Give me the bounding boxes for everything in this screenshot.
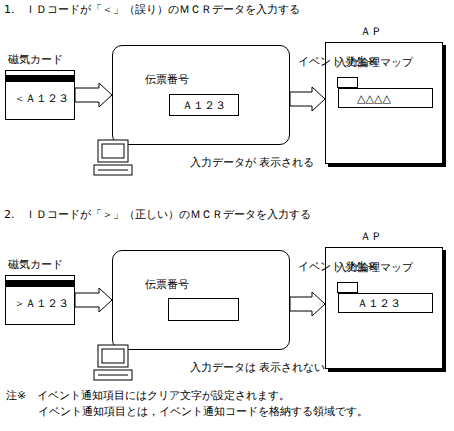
node-heading: 磁気カード [8, 52, 63, 67]
block-arrow [290, 87, 325, 111]
map-field: △△△△ [338, 88, 433, 108]
node-text: △△△△ [357, 91, 391, 106]
screen-caption: 入力データは 表示されない [190, 360, 270, 375]
input-field: Ａ１２３ [169, 94, 239, 116]
magnetic-card: 磁気カード＜Ａ１２３ [5, 70, 75, 120]
magnetic-card: 磁気カード＞Ａ１２３ [5, 275, 75, 325]
map-field: Ａ１２３ [338, 293, 433, 313]
screen-caption: 入力データが 表示される [190, 155, 270, 170]
node-text: 伝票番号 [145, 277, 189, 292]
edge-label: イベント 発生※ [298, 54, 350, 69]
section-heading: 2. ＩＤコードが「＞」（正しい）のＭＣＲデータを入力する [4, 207, 312, 222]
terminal-screen: 伝票番号 Ａ１２３ [112, 45, 290, 145]
magnetic-stripe [5, 75, 75, 82]
footnote: イベント通知項目とは，イベント通知コードを格納する領域です。 [38, 404, 368, 419]
map-tab [338, 78, 358, 88]
computer-icon [94, 345, 132, 380]
block-arrow [75, 83, 112, 107]
block-arrow [290, 292, 325, 316]
node-text: ＜Ａ１２３ [14, 91, 69, 106]
node-heading: ＡＰ [360, 24, 382, 39]
node-text: Ａ１２３ [170, 98, 238, 113]
computer-icon [94, 140, 132, 175]
node-text: ＞Ａ１２３ [14, 296, 69, 311]
section-heading: 1. ＩＤコードが「＜」（誤り）のＭＣＲデータを入力する [4, 2, 301, 17]
block-arrow [75, 288, 112, 312]
footnote: 注※ イベント通知項目にはクリア文字が設定されます。 [6, 388, 290, 403]
node-text: Ａ１２３ [357, 296, 401, 311]
node-text: 伝票番号 [145, 72, 189, 87]
magnetic-stripe [5, 280, 75, 287]
map-tab [338, 283, 358, 293]
node-heading: ＡＰ [360, 229, 382, 244]
node-heading: 磁気カード [8, 257, 63, 272]
empty-input-field [169, 299, 239, 321]
edge-label: イベント 発生※ [298, 259, 350, 274]
terminal-screen: 伝票番号 [112, 250, 290, 350]
